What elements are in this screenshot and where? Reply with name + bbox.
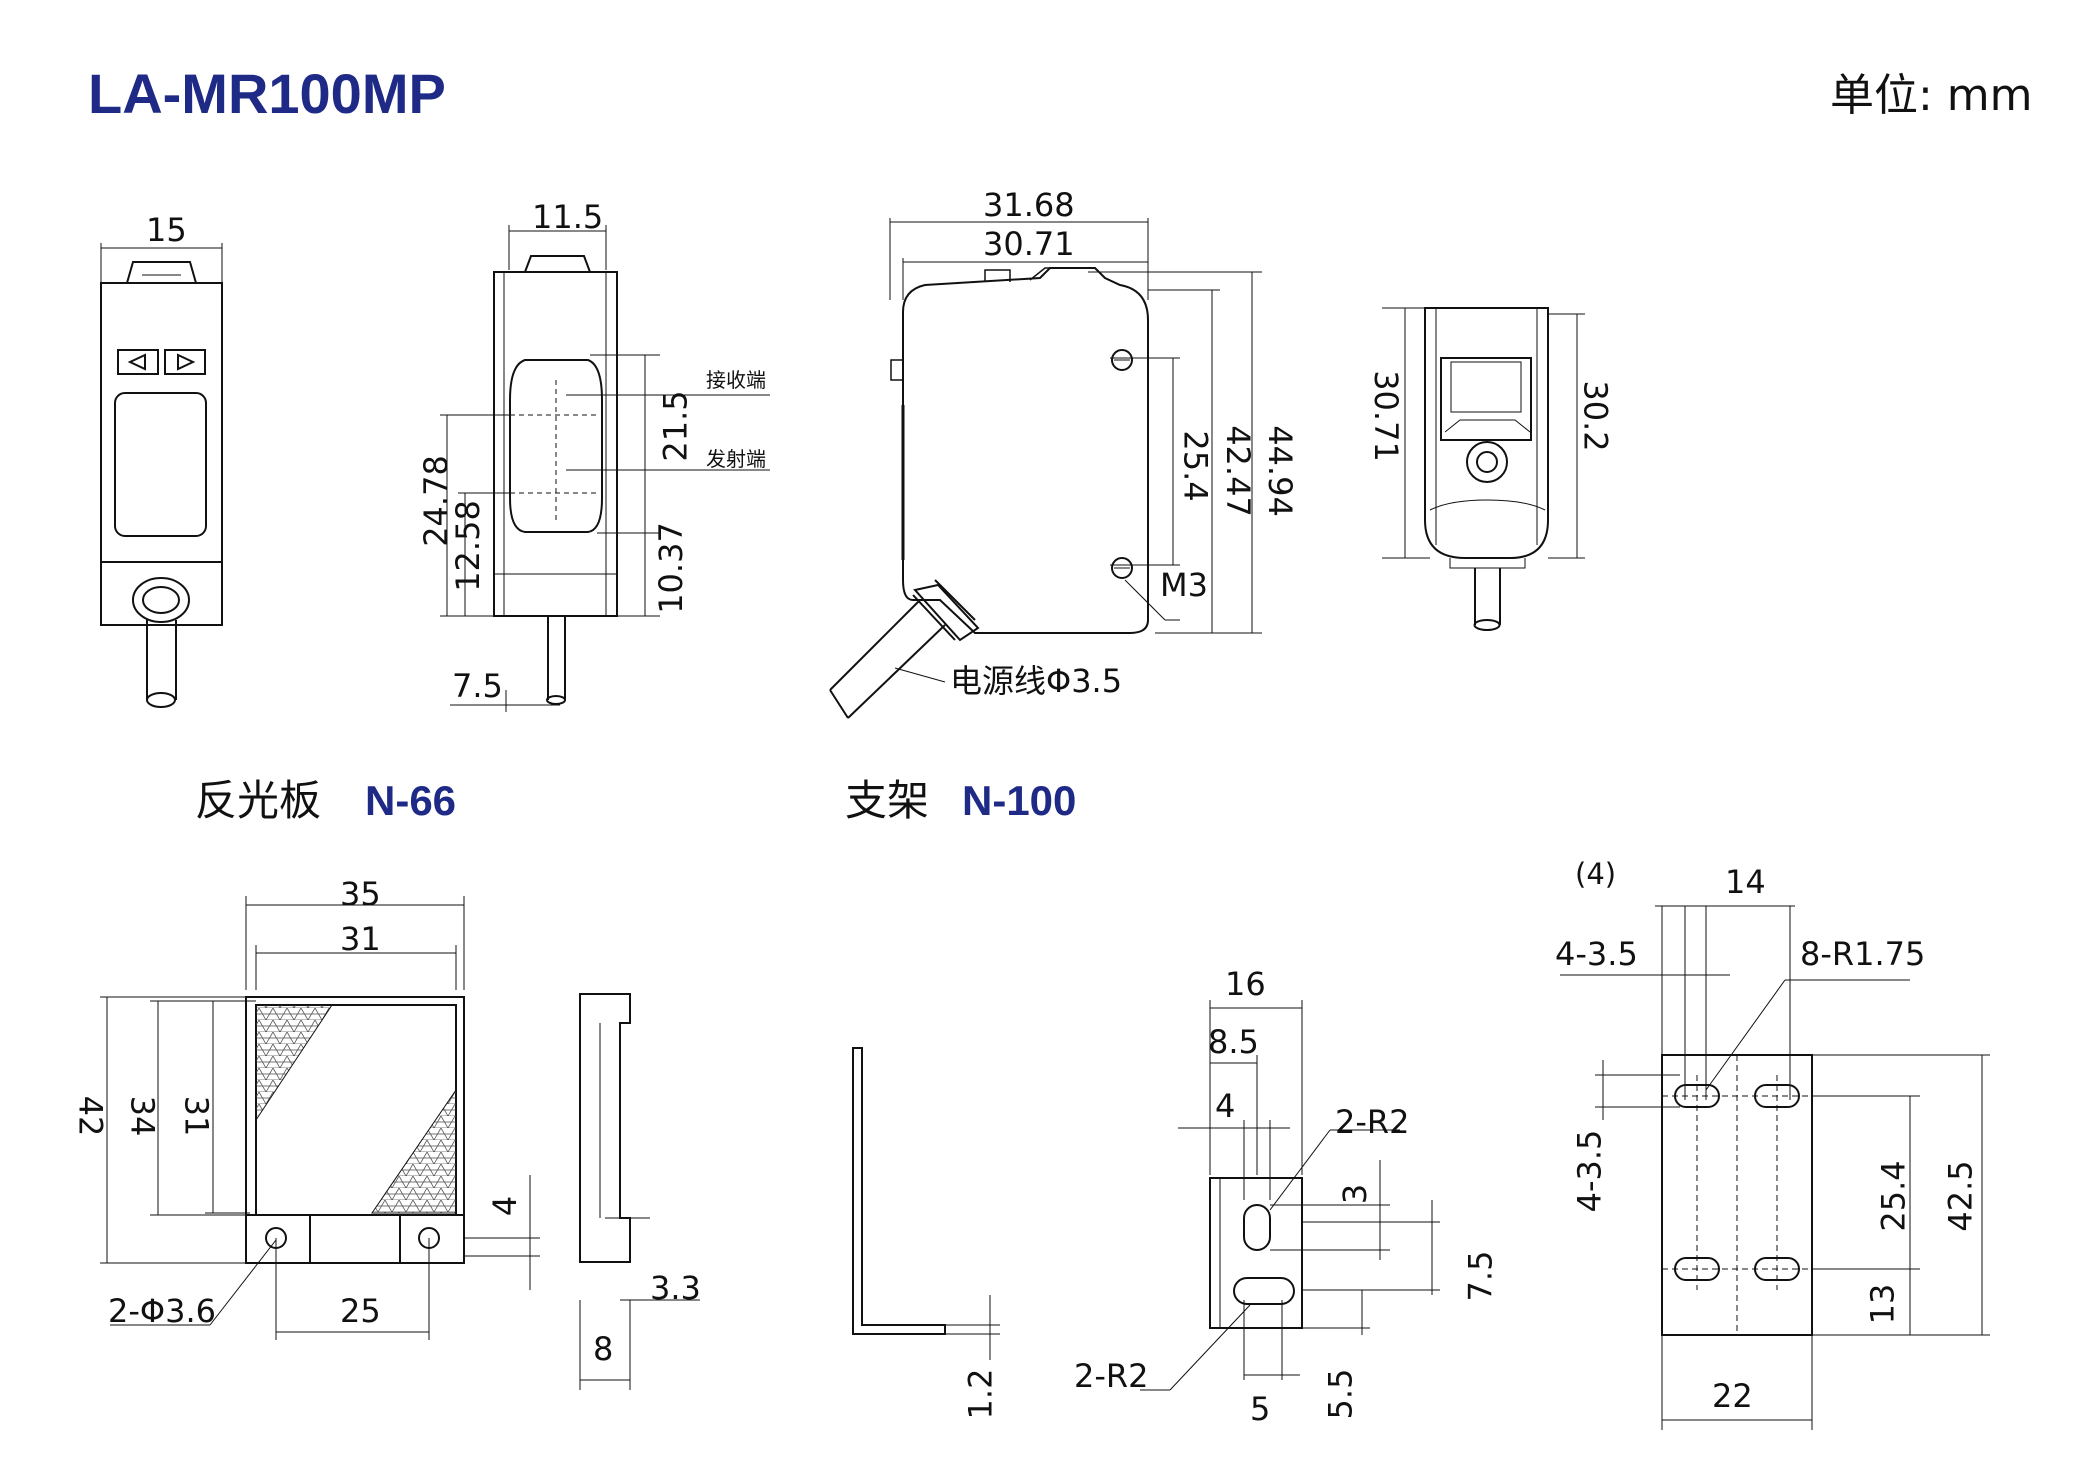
dim-back-30-2: 30.2 bbox=[1576, 380, 1615, 452]
dim-bracket-1-2: 1.2 bbox=[961, 1368, 1000, 1420]
dim-main-outer-width: 31.68 bbox=[983, 186, 1075, 224]
dim-side-21-5: 21.5 bbox=[656, 390, 695, 462]
bracket-model: N-100 bbox=[962, 777, 1077, 824]
dim-bracket-8-5: 8.5 bbox=[1208, 1023, 1259, 1061]
dim-reflector-4: 4 bbox=[486, 1195, 525, 1217]
dim-back-30-71: 30.71 bbox=[1366, 370, 1405, 462]
dim-bracket-42-5: 42.5 bbox=[1941, 1160, 1980, 1232]
dim-bracket-7-5: 7.5 bbox=[1461, 1250, 1500, 1302]
dim-reflector-31h: 31 bbox=[177, 1095, 216, 1137]
bracket-r-top: 2-R2 bbox=[1335, 1103, 1410, 1141]
dim-main-44-94: 44.94 bbox=[1260, 425, 1299, 517]
unit-label: 单位: mm bbox=[1830, 70, 2033, 121]
dim-reflector-3-3: 3.3 bbox=[650, 1269, 701, 1307]
dim-bracket-25-4: 25.4 bbox=[1874, 1160, 1913, 1232]
dim-bracket-5: 5 bbox=[1250, 1390, 1271, 1428]
page-title: LA-MR100MP bbox=[88, 62, 446, 125]
dim-reflector-42: 42 bbox=[71, 1095, 110, 1137]
dim-side-width: 11.5 bbox=[532, 198, 604, 236]
dim-reflector-34: 34 bbox=[123, 1095, 162, 1137]
dim-side-7-5: 7.5 bbox=[452, 667, 503, 705]
dim-main-42-47: 42.47 bbox=[1218, 425, 1257, 517]
reflector-drawing bbox=[100, 896, 700, 1390]
reflector-model: N-66 bbox=[365, 777, 457, 824]
dim-side-12-58: 12.58 bbox=[448, 500, 487, 592]
dim-bracket-paren-4: (4) bbox=[1575, 857, 1617, 891]
dim-bracket-3: 3 bbox=[1336, 1183, 1375, 1205]
bracket-slot-label-vert: 4-3.5 bbox=[1570, 1129, 1609, 1213]
bracket-drawing bbox=[852, 905, 1990, 1430]
dim-main-25-4: 25.4 bbox=[1176, 430, 1215, 502]
dim-reflector-35: 35 bbox=[340, 875, 381, 913]
dim-front-width: 15 bbox=[146, 211, 187, 249]
dim-reflector-31w: 31 bbox=[340, 920, 381, 958]
cable-label: 电源线Φ3.5 bbox=[950, 662, 1123, 700]
dim-reflector-8: 8 bbox=[593, 1330, 614, 1368]
bracket-slot-label: 4-3.5 bbox=[1555, 935, 1638, 973]
sensor-back-view bbox=[1382, 307, 1585, 631]
dim-bracket-5-5: 5.5 bbox=[1321, 1368, 1360, 1420]
receiver-label: 接收端 bbox=[706, 368, 766, 392]
dim-bracket-14: 14 bbox=[1725, 863, 1766, 901]
dim-bracket-4: 4 bbox=[1215, 1087, 1236, 1125]
sensor-front-view bbox=[100, 243, 223, 708]
dim-side-24-78: 24.78 bbox=[416, 455, 455, 547]
dim-main-inner-width: 30.71 bbox=[983, 225, 1075, 263]
dim-bracket-16: 16 bbox=[1225, 965, 1266, 1003]
sensor-side-view bbox=[440, 225, 770, 712]
bracket-r-slots: 8-R1.75 bbox=[1800, 935, 1926, 973]
dim-side-10-37: 10.37 bbox=[651, 522, 690, 614]
reflector-hole-label: 2-Φ3.6 bbox=[108, 1292, 216, 1330]
reflector-name: 反光板 bbox=[195, 776, 322, 825]
screw-label: M3 bbox=[1160, 566, 1208, 604]
bracket-name: 支架 bbox=[845, 776, 930, 825]
emitter-label: 发射端 bbox=[706, 447, 766, 471]
dim-bracket-22: 22 bbox=[1712, 1377, 1753, 1415]
dim-bracket-13: 13 bbox=[1863, 1283, 1902, 1325]
bracket-r-bottom: 2-R2 bbox=[1074, 1357, 1149, 1395]
sensor-main-view bbox=[829, 218, 1262, 719]
dim-reflector-25: 25 bbox=[340, 1292, 381, 1330]
